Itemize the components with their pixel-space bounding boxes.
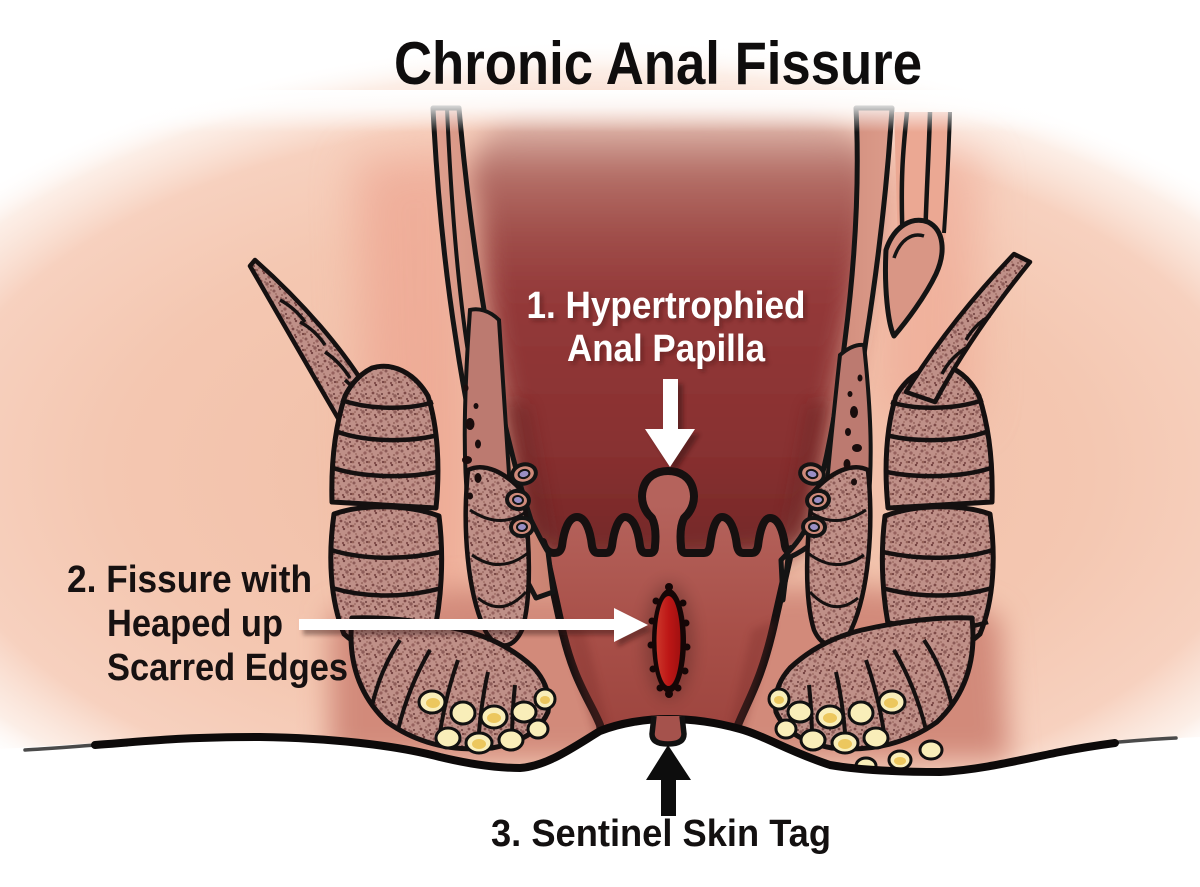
svg-text:3. Sentinel Skin Tag: 3. Sentinel Skin Tag [491,813,831,855]
svg-text:1. Hypertrophied: 1. Hypertrophied [527,285,806,327]
svg-text:Scarred Edges: Scarred Edges [107,647,348,689]
svg-text:Chronic Anal Fissure: Chronic Anal Fissure [394,30,922,97]
svg-text:Anal Papilla: Anal Papilla [567,328,766,370]
svg-text:1. Hypertrophied: 1. Hypertrophied [530,288,809,330]
svg-text:2. Fissure with: 2. Fissure with [67,559,312,601]
svg-text:Heaped up: Heaped up [107,603,283,645]
svg-text:Anal Papilla: Anal Papilla [570,331,769,373]
